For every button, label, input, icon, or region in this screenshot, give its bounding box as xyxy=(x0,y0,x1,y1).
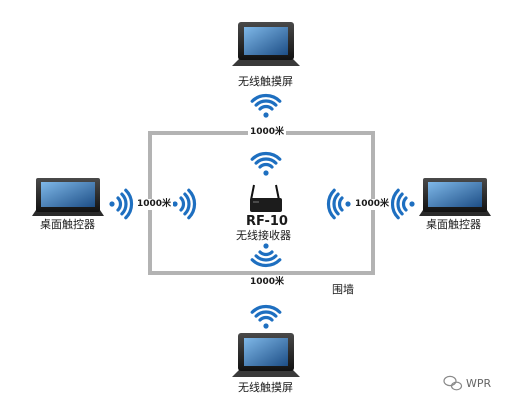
watermark-text: WPR xyxy=(466,377,492,390)
wifi-icon-bottom-inner xyxy=(250,243,282,268)
wechat-icon xyxy=(443,375,463,391)
top-distance-label: 1000米 xyxy=(248,127,287,138)
wifi-icon-left-inner xyxy=(172,188,197,220)
left-panel-label: 桌面触控器 xyxy=(40,218,95,231)
wifi-icon-top-outer xyxy=(250,93,282,118)
top-touchscreen-device xyxy=(232,22,300,66)
bottom-touchscreen-device xyxy=(232,333,300,377)
top-touchscreen-label: 无线触摸屏 xyxy=(238,75,293,88)
wifi-icon-left-outer xyxy=(109,188,134,220)
left-desktop-panel-device xyxy=(32,178,104,216)
left-distance-label: 1000米 xyxy=(135,199,174,210)
receiver-label: 无线接收器 xyxy=(236,229,291,242)
wall-label: 围墙 xyxy=(332,283,354,296)
wifi-icon-right-inner xyxy=(326,188,351,220)
bottom-touchscreen-label: 无线触摸屏 xyxy=(238,381,293,394)
rf10-receiver-device xyxy=(250,184,282,212)
wifi-icon-right-outer xyxy=(390,188,415,220)
right-desktop-panel-device xyxy=(419,178,491,216)
wifi-icon-bottom-outer xyxy=(250,304,282,329)
right-distance-label: 1000米 xyxy=(353,199,392,210)
right-panel-label: 桌面触控器 xyxy=(426,218,481,231)
wifi-icon-top-inner xyxy=(250,151,282,176)
bottom-distance-label: 1000米 xyxy=(248,277,287,288)
receiver-model-label: RF-10 xyxy=(246,214,288,229)
